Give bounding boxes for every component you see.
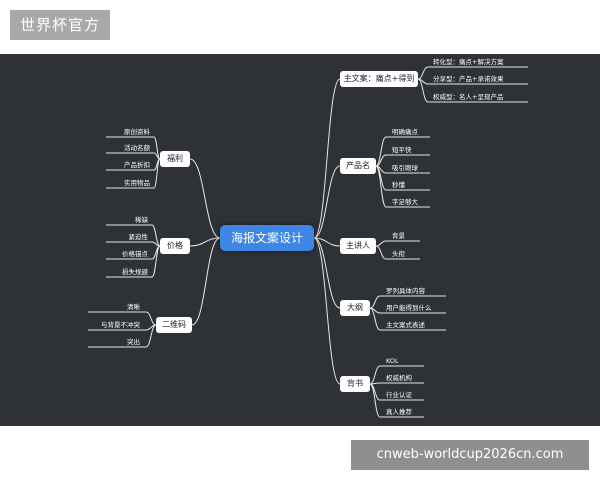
branch-node-welfare[interactable]: 福利 xyxy=(160,151,190,167)
link-endorsement-connector xyxy=(369,365,381,385)
mindmap-links xyxy=(88,66,528,418)
link-outline-connector xyxy=(369,307,381,331)
leaf-item[interactable]: 字足够大 xyxy=(392,198,418,206)
branch-node-product-name[interactable]: 产品名 xyxy=(340,158,376,174)
leaf-item[interactable]: 清晰 xyxy=(127,303,140,311)
leaf-item[interactable]: 价格锚点 xyxy=(122,250,148,258)
root-node[interactable]: 海报文案设计 xyxy=(220,225,314,251)
leaf-item[interactable]: 真人推荐 xyxy=(386,408,412,416)
link-speaker-connector xyxy=(375,245,387,260)
branch-node-price[interactable]: 价格 xyxy=(160,238,190,254)
link-main-copy-connector xyxy=(417,78,429,103)
leaf-item[interactable]: 分享型：产品+承诺效果 xyxy=(433,75,504,83)
link-outline-connector xyxy=(369,295,381,309)
link-qrcode-connector xyxy=(145,324,157,348)
link-speaker-connector xyxy=(375,240,387,247)
site-badge: 世界杯官方 xyxy=(10,10,111,40)
leaf-item[interactable]: 明确痛点 xyxy=(392,128,418,136)
leaf-item[interactable]: 紧迫性 xyxy=(128,233,149,241)
leaf-item[interactable]: 产品折扣 xyxy=(124,161,150,169)
link-price-connector xyxy=(151,245,161,278)
branch-node-speaker[interactable]: 主讲人 xyxy=(340,238,376,254)
leaf-item[interactable]: 转化型：痛点+解决方案 xyxy=(433,58,504,66)
link-product-name-connector xyxy=(375,165,387,208)
leaf-item[interactable]: 主文案式表述 xyxy=(386,321,425,329)
link-endorsement-connector xyxy=(369,383,381,418)
leaf-item[interactable]: 头衔 xyxy=(392,250,405,258)
link-root-welfare xyxy=(189,158,221,239)
branch-node-endorsement[interactable]: 背书 xyxy=(340,376,370,392)
leaf-item[interactable]: 行业认证 xyxy=(386,391,412,399)
leaf-item[interactable]: 权威型：名人+呈现产品 xyxy=(433,93,504,101)
leaf-item[interactable]: 秒懂 xyxy=(392,181,405,189)
link-root-qrcode xyxy=(191,237,221,326)
branch-node-main-copy[interactable]: 主文案：痛点+得到 xyxy=(340,71,418,87)
leaf-item[interactable]: 突出 xyxy=(127,338,140,346)
link-welfare-connector xyxy=(153,158,161,189)
link-root-main-copy xyxy=(313,78,341,239)
mindmap-canvas: 海报文案设计 福利 价格 二维码 原创资料 活动名额 产品折扣 实用物品 稀缺 … xyxy=(0,54,600,426)
leaf-item[interactable]: 用户能得到什么 xyxy=(386,304,432,312)
link-root-outline xyxy=(313,237,341,309)
link-root-product-name xyxy=(313,165,341,239)
leaf-item[interactable]: 实用物品 xyxy=(124,179,150,187)
leaf-item[interactable]: 罗列具体内容 xyxy=(386,287,425,295)
leaf-item[interactable]: 与背景不冲突 xyxy=(101,321,140,329)
link-qrcode-connector xyxy=(145,311,157,326)
leaf-item[interactable]: KOL xyxy=(386,357,399,365)
branch-node-outline[interactable]: 大纲 xyxy=(340,300,370,316)
watermark-badge: cnweb-worldcup2026cn.com xyxy=(351,440,589,470)
leaf-item[interactable]: 损失规避 xyxy=(122,268,148,276)
leaf-item[interactable]: 背景 xyxy=(392,232,405,240)
leaf-item[interactable]: 原创资料 xyxy=(124,128,150,136)
link-root-endorsement xyxy=(313,237,341,385)
leaf-item[interactable]: 权威机构 xyxy=(386,374,412,382)
branch-node-qrcode[interactable]: 二维码 xyxy=(156,317,192,333)
link-price-connector xyxy=(151,224,161,247)
leaf-item[interactable]: 短平快 xyxy=(392,146,412,154)
link-main-copy-connector xyxy=(417,66,429,80)
leaf-item[interactable]: 稀缺 xyxy=(135,216,148,224)
leaf-item[interactable]: 活动名额 xyxy=(124,144,150,152)
link-price-connector xyxy=(151,241,161,247)
link-root-speaker xyxy=(313,237,341,247)
link-root-price xyxy=(189,237,221,247)
leaf-item[interactable]: 吸引眼球 xyxy=(392,164,418,172)
